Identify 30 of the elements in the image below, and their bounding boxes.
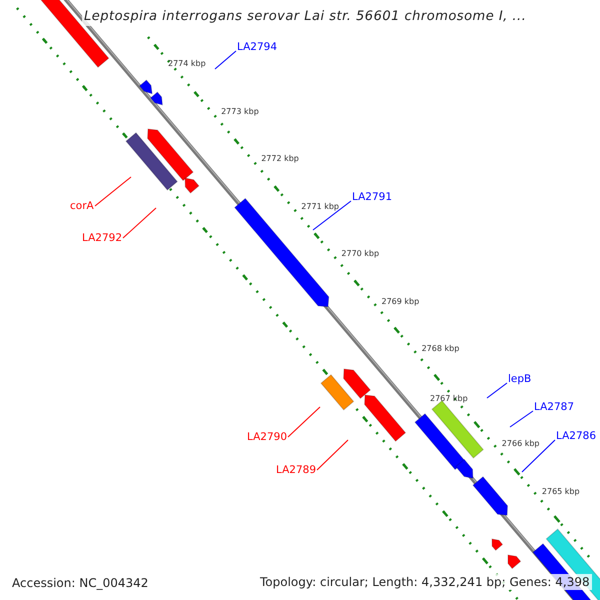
leader-line (522, 440, 556, 472)
scale-label: 2768 kbp (422, 344, 460, 354)
leader-line (288, 406, 320, 438)
accession-text: Accession: NC_004342 (10, 575, 150, 591)
summary-text: Topology: circular; Length: 4,332,241 bp; Genes: 4,398 (258, 574, 592, 590)
gene-label: LA2790 (247, 430, 287, 444)
leader-line (214, 50, 236, 70)
gene-label: LA2787 (534, 400, 574, 414)
gene-label: LA2786 (556, 429, 596, 443)
scale-label: 2765 kbp (542, 486, 580, 496)
leader-line (94, 176, 132, 206)
leader-line (510, 410, 534, 428)
leader-line (486, 382, 508, 398)
gene-label: LA2791 (352, 190, 392, 204)
leader-line (122, 208, 156, 238)
gene-label: LA2794 (237, 40, 277, 54)
scale-label: 2766 kbp (502, 439, 540, 449)
scale-label: 2773 kbp (221, 106, 259, 116)
scale-label: 2767 kbp (430, 394, 468, 404)
leader-line (312, 200, 352, 230)
scale-label: 2774 kbp (168, 59, 206, 69)
leader-line (316, 440, 348, 470)
scale-label: 2772 kbp (261, 154, 299, 164)
scale-label: 2770 kbp (341, 249, 380, 259)
gene-label: corA (70, 199, 94, 213)
scale-label: 2771 kbp (301, 202, 339, 212)
gene-label: LA2789 (276, 463, 316, 477)
gene-label: LA2792 (82, 231, 122, 245)
scale-label: 2769 kbp (382, 296, 420, 306)
gene-label: lepB (508, 372, 532, 386)
